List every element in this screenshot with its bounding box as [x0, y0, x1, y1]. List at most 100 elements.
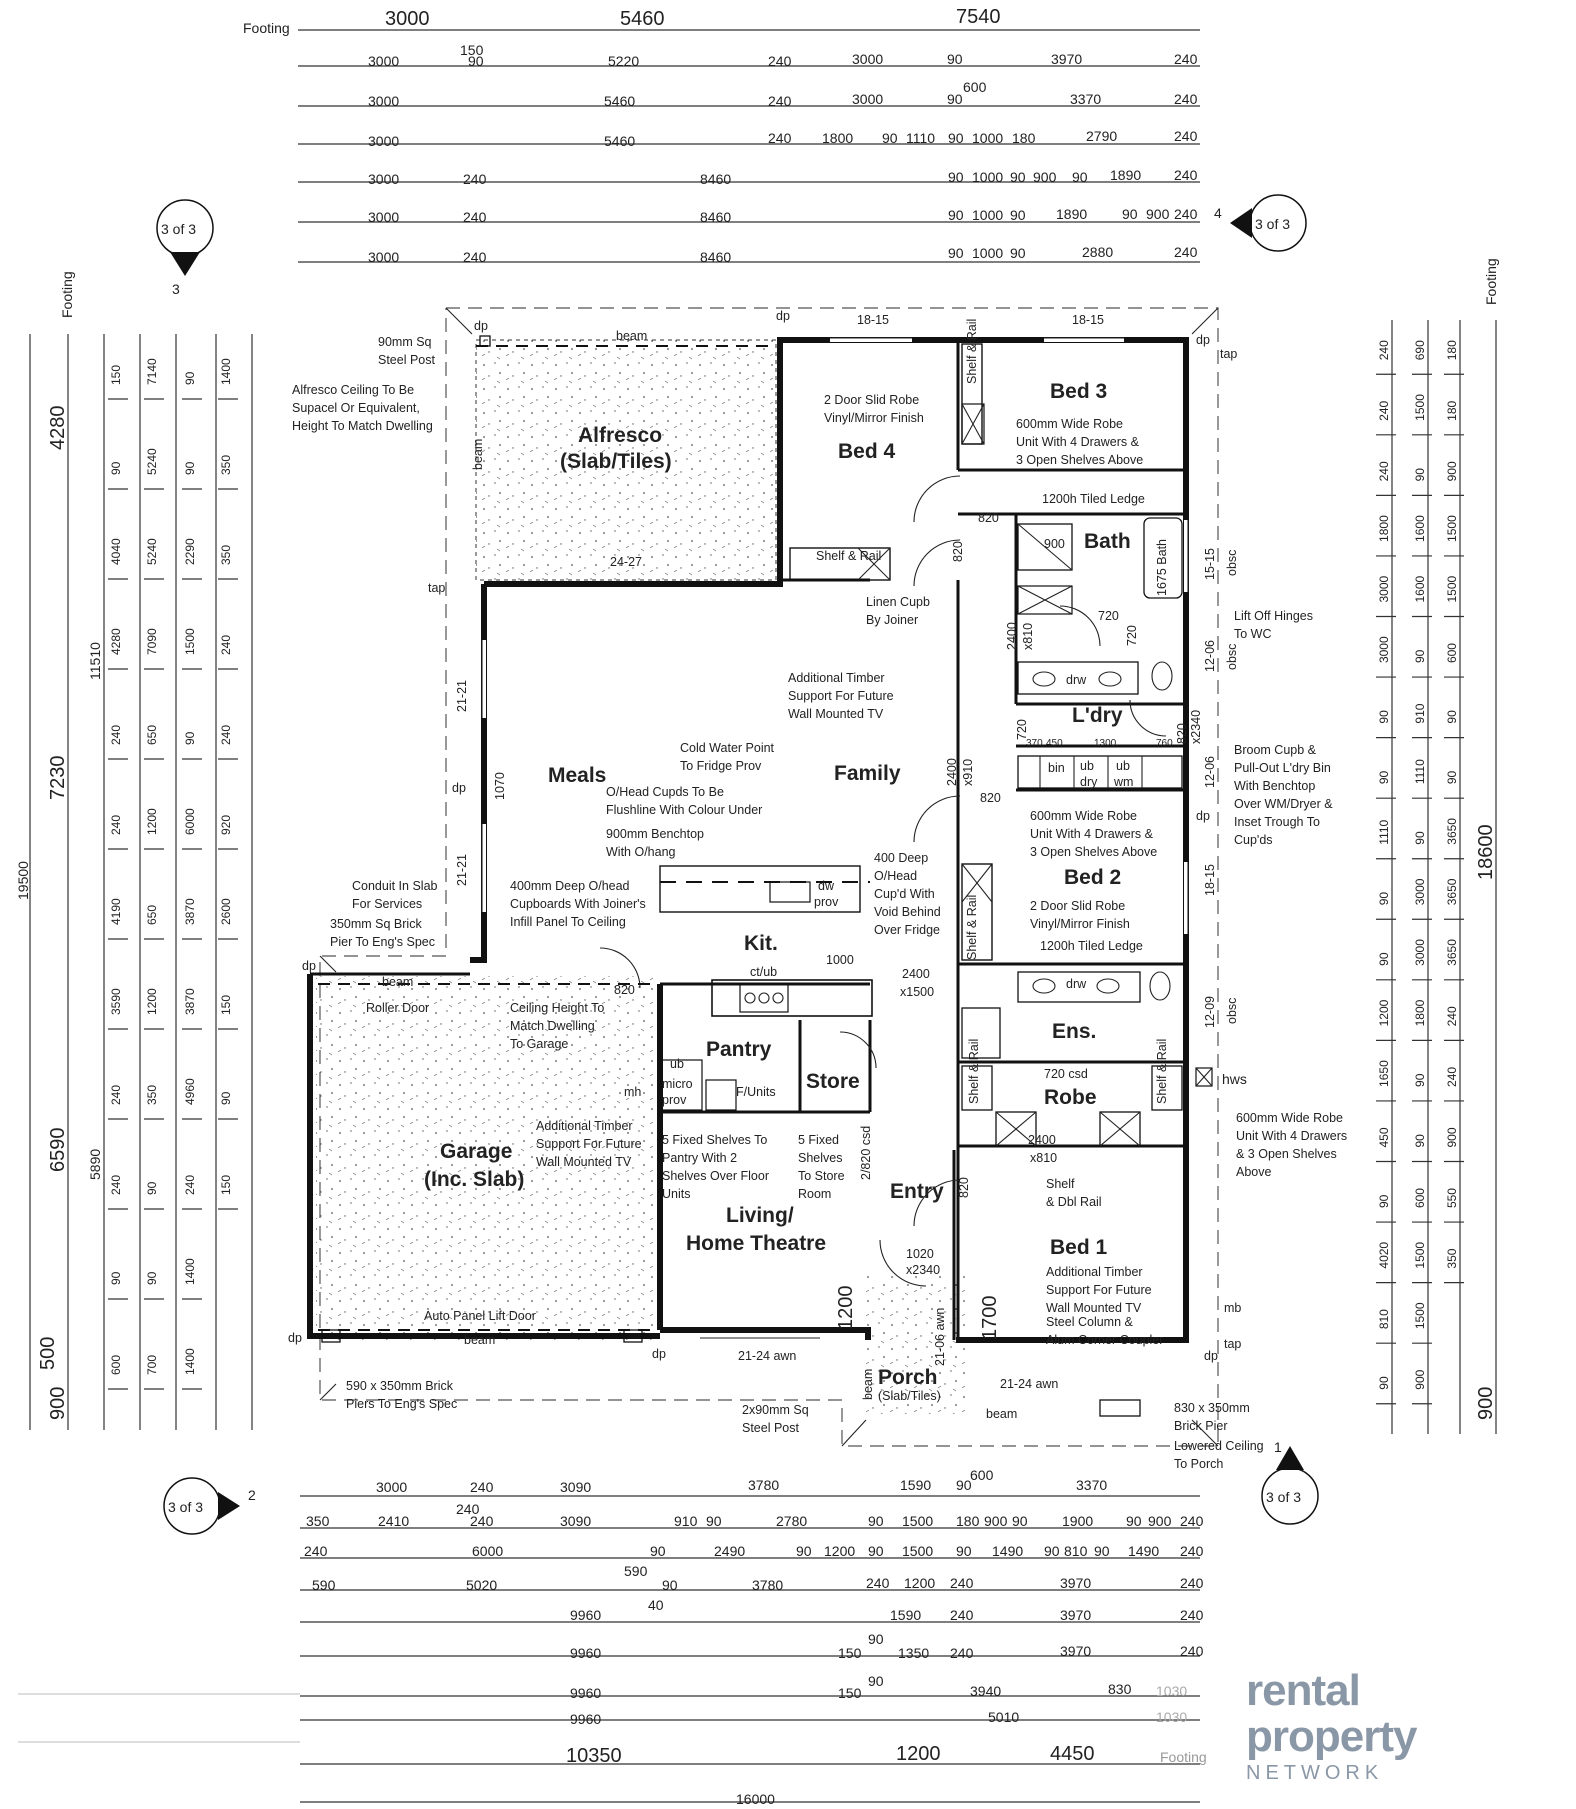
dim-top-3-g: 3370	[1070, 91, 1101, 107]
robe-shelf-rail-l: Shelf & Rail	[967, 1039, 981, 1104]
door-820b: 820	[951, 541, 965, 562]
dim-top-4-h: 1000	[972, 130, 1003, 146]
note-deep400b-line-1: 400 Deep	[874, 851, 928, 865]
dim-top-5-a: 3000	[368, 171, 399, 187]
dim-right-detail-46: 3650	[1445, 878, 1459, 905]
beam-2: beam	[471, 439, 485, 470]
dim-left-detail-33: 4960	[183, 1078, 197, 1105]
dim-bot-3-j: 1490	[992, 1543, 1023, 1559]
dim-bot-3-k: 90	[1044, 1543, 1060, 1559]
room-garage: Garage	[440, 1140, 512, 1163]
kit-prov: prov	[814, 895, 839, 909]
note-conduit-line-2: For Services	[352, 897, 422, 911]
dim-right-detail-3: 240	[1377, 461, 1391, 481]
dim-bot-3-i: 90	[956, 1543, 972, 1559]
ldry-bin: bin	[1048, 761, 1065, 775]
dim-bot-2-q: 240	[1180, 1513, 1204, 1529]
dim-bot-7-a: 9960	[570, 1685, 601, 1701]
dim-top-4-b: 5460	[604, 133, 635, 149]
note-cold-water-line-2: To Fridge Prov	[680, 759, 762, 773]
note-linen-line-1: Linen Cupb	[866, 595, 930, 609]
note-deep400-line-3: Infill Panel To Ceiling	[510, 915, 626, 929]
dim-left-6590: 6590	[47, 1128, 69, 1173]
note-bench900-line-2: With O/hang	[606, 845, 676, 859]
dim-bot-7-f: 1030	[1156, 1683, 1187, 1699]
note-timber1-line-3: Wall Mounted TV	[788, 707, 884, 721]
dim-right-detail-31: 90	[1413, 1073, 1427, 1087]
room-pantry: Pantry	[706, 1038, 772, 1061]
note-bed2-unit-line-2: Unit With 4 Drawers &	[1030, 827, 1154, 841]
note-timber-bed1-line-2: Support For Future	[1046, 1283, 1152, 1297]
dim-bot-3-a: 240	[304, 1543, 328, 1559]
dp-5: dp	[1196, 809, 1210, 823]
section-callout-bottom-right: 3 of 3 1	[1261, 1439, 1319, 1525]
note-bed3-unit-line-3: 3 Open Shelves Above	[1016, 453, 1143, 467]
dim-right-detail-8: 90	[1377, 770, 1391, 784]
note-post2x90-line-1: 2x90mm Sq	[742, 1403, 809, 1417]
dim-bot-1-h: 3370	[1076, 1477, 1107, 1493]
dim-top-5-i: 1890	[1110, 167, 1141, 183]
logo-line-2: property	[1246, 1712, 1417, 1761]
dim-bot-3-l: 810	[1064, 1543, 1088, 1559]
note-timber-garage-line-3: Wall Mounted TV	[536, 1155, 632, 1169]
dim-bot-2-c: 240	[456, 1501, 480, 1517]
dim-left-detail-18: 1200	[145, 808, 159, 835]
note-bed2-unit-line-3: 3 Open Shelves Above	[1030, 845, 1157, 859]
note-post2x90-line-2: Steel Post	[742, 1421, 800, 1435]
dim-bot-4-c: 590	[624, 1563, 648, 1579]
bed4-shelf-rail: Shelf & Rail	[816, 549, 881, 563]
hws-icon	[1195, 1067, 1213, 1087]
note-pantry-shelves-line-2: Pantry With 2	[662, 1151, 737, 1165]
dim-right-detail-24: 90	[1413, 649, 1427, 663]
dim-left-detail-35: 1400	[183, 1258, 197, 1285]
note-ceiling-garage-line-3: To Garage	[510, 1037, 568, 1051]
note-lowered-line-2: To Porch	[1174, 1457, 1223, 1471]
ldry-wm: wm	[1113, 775, 1133, 789]
bath-drw: drw	[1066, 673, 1087, 687]
dim-left-4280: 4280	[47, 406, 69, 451]
dim-right-detail-51: 550	[1445, 1188, 1459, 1208]
dim-left-detail-17: 650	[145, 725, 159, 745]
beam-1: beam	[616, 329, 647, 343]
left-dimensions: 4280 7230 6590 900 500 19500 11510 5890 …	[15, 271, 253, 1430]
open-820x: 820	[1175, 723, 1189, 744]
bed3-shelf-rail: Shelf & Rail	[965, 319, 979, 384]
section-callout-left: 3 of 3 3	[156, 199, 214, 297]
dp-3: dp	[1196, 333, 1210, 347]
dim-top-3-a: 3000	[368, 93, 399, 109]
dim-top-5-b: 240	[463, 171, 487, 187]
dim-top-3-f: 600	[963, 79, 987, 95]
dim-left-detail-43: 2600	[219, 898, 233, 925]
note-lowered-line-1: Lowered Ceiling	[1174, 1439, 1264, 1453]
dim-bot-6-c: 90	[868, 1631, 884, 1647]
dim-top-2-f: 3000	[852, 51, 883, 67]
room-labels: Alfresco (Slab/Tiles) Bed 4 Bed 3 Bath L…	[424, 380, 1131, 1403]
note-deep400b-line-3: Cup'd With	[874, 887, 935, 901]
callout-left-label: 3 of 3	[161, 221, 196, 237]
open-x2340b: x2340	[1189, 710, 1203, 744]
dim-top-6-g: 1890	[1056, 206, 1087, 222]
dim-top-7-h: 240	[1174, 244, 1198, 260]
win-top-2: 18-15	[1072, 313, 1104, 327]
room-alfresco-sub: (Slab/Tiles)	[560, 450, 672, 473]
dim-right-detail-52: 350	[1445, 1248, 1459, 1268]
dim-left-detail-30: 6000	[183, 808, 197, 835]
open-1200: 1200	[835, 1286, 857, 1331]
beam-6: beam	[861, 1369, 875, 1400]
dp-1: dp	[474, 319, 488, 333]
room-ens: Ens.	[1052, 1020, 1096, 1043]
dim-top-6-f: 90	[1010, 207, 1026, 223]
kit-dw: dw	[818, 879, 835, 893]
dim-right-detail-39: 900	[1445, 461, 1459, 481]
dim-bot-4-d: 40	[648, 1597, 664, 1613]
cooktop-icon	[739, 983, 789, 1013]
dim-right-detail-45: 3650	[1445, 818, 1459, 845]
note-broom-line-5: Inset Trough To	[1234, 815, 1320, 829]
dim-left-detail-9: 240	[109, 1085, 123, 1105]
dim-top-4-f: 1110	[906, 130, 935, 146]
dim-bot-1-a: 3000	[376, 1479, 407, 1495]
dim-top-2-e: 240	[768, 53, 792, 69]
dim-left-11510: 11510	[87, 642, 103, 680]
